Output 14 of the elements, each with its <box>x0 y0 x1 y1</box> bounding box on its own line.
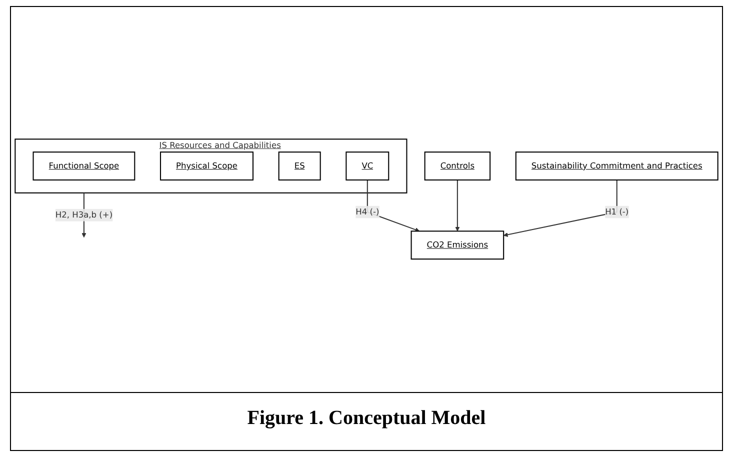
arrow <box>455 180 460 232</box>
edge-label: H2, H3a,b (+) <box>55 210 113 220</box>
node-box: Controls <box>424 152 491 181</box>
node-box: ES <box>278 152 321 181</box>
node-box: Sustainability Commitment and Practices <box>515 152 718 181</box>
node-box: Functional Scope <box>32 152 136 181</box>
edge-label: H4 (-) <box>356 207 380 218</box>
edge-label: H1 (-) <box>605 207 629 218</box>
arrow <box>503 180 618 238</box>
node-box: Physical Scope <box>160 152 254 181</box>
arrow <box>366 180 420 232</box>
figure-caption: Figure 1. Conceptual Model <box>246 407 487 430</box>
node-box: VC <box>346 152 390 181</box>
node-box: CO2 Emissions <box>410 231 504 260</box>
